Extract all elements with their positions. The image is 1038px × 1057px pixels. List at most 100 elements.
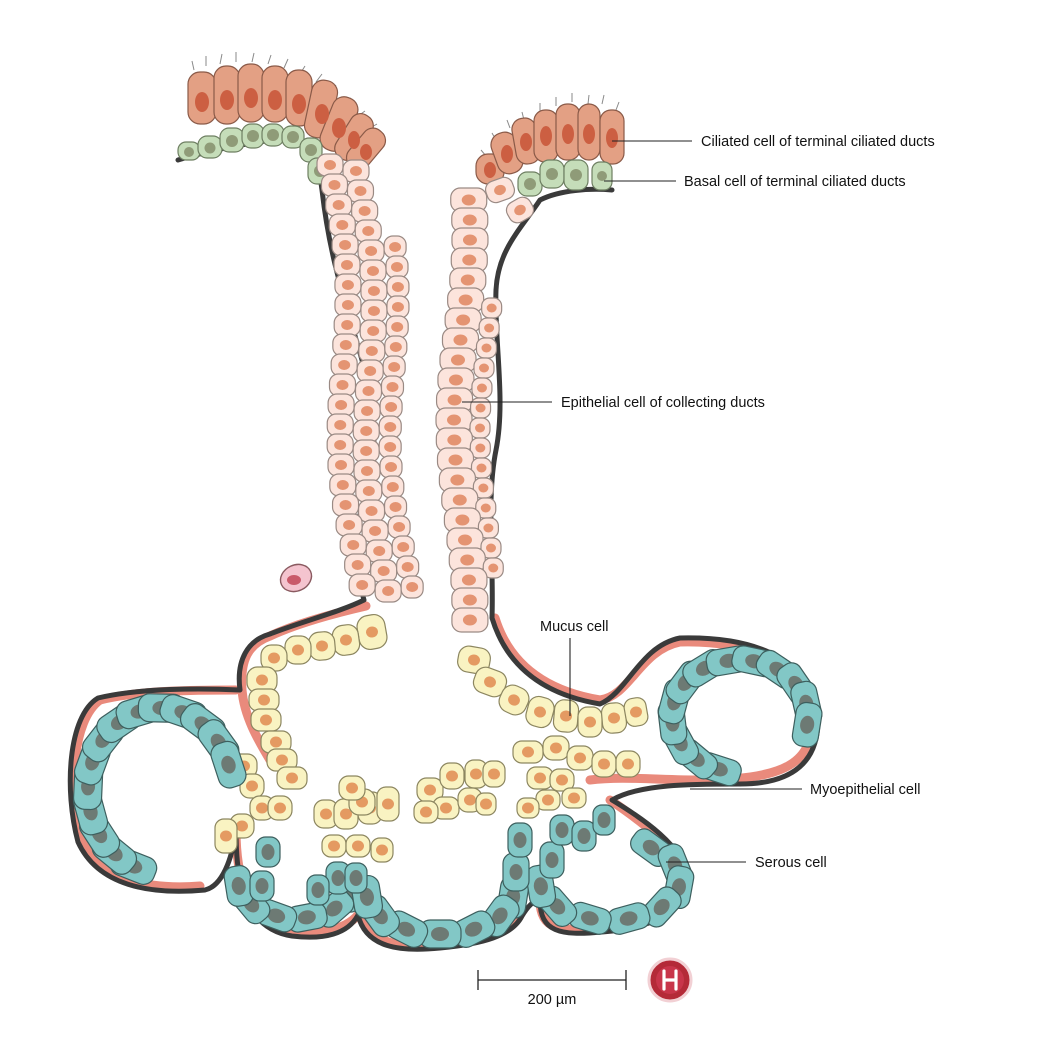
- free-cell: [279, 563, 313, 593]
- cell: [577, 706, 603, 738]
- cell: [333, 253, 361, 277]
- epithelial-cells-right: [435, 176, 535, 633]
- cell: [475, 337, 498, 359]
- cell: [353, 459, 381, 483]
- cell: [502, 852, 530, 892]
- ciliated-cells-left: [187, 63, 387, 171]
- cell: [471, 377, 493, 399]
- cell: [623, 697, 649, 727]
- cell: [438, 467, 476, 493]
- cell: [432, 796, 460, 820]
- cell: [387, 515, 411, 539]
- cell: [470, 457, 493, 479]
- cell: [386, 275, 410, 299]
- cell: [354, 379, 383, 403]
- cell: [505, 196, 535, 224]
- cell: [365, 539, 393, 563]
- epithelial-cells-left: [316, 153, 424, 603]
- cell: [344, 553, 372, 577]
- cell: [328, 213, 356, 237]
- label-epithelial-cell: Epithelial cell of collecting ducts: [561, 395, 765, 411]
- cell: [478, 317, 500, 339]
- cell: [360, 299, 388, 323]
- ciliated-duct-right: [475, 93, 625, 197]
- cell: [338, 775, 366, 801]
- cell: [356, 614, 388, 650]
- cell: [566, 745, 594, 771]
- cell: [248, 688, 280, 712]
- cell: [346, 179, 375, 203]
- cell: [539, 841, 565, 879]
- cell: [484, 176, 516, 204]
- cell: [359, 319, 387, 343]
- cell: [383, 235, 407, 259]
- cell: [357, 239, 385, 263]
- cell: [473, 357, 495, 379]
- cell: [306, 874, 330, 906]
- serous-cells: [72, 645, 823, 949]
- cell: [339, 533, 367, 557]
- cell: [396, 555, 420, 579]
- cell: [386, 295, 410, 319]
- label-serous-cell: Serous cell: [755, 855, 827, 871]
- cell: [571, 820, 597, 852]
- cell: [379, 455, 403, 479]
- cell: [400, 575, 424, 599]
- cell: [335, 513, 363, 537]
- cell: [352, 439, 380, 463]
- cell: [378, 435, 402, 459]
- cell: [316, 153, 344, 177]
- cell: [451, 227, 489, 253]
- cell: [214, 818, 238, 854]
- cell: [451, 607, 489, 633]
- cell: [255, 836, 281, 868]
- cell: [791, 701, 823, 748]
- cell: [360, 279, 388, 303]
- cell: [267, 795, 293, 821]
- cell: [332, 333, 360, 357]
- cell: [260, 644, 288, 672]
- cell: [457, 645, 491, 675]
- label-myoepithelial-cell: Myoepithelial cell: [810, 782, 920, 798]
- cell: [326, 413, 354, 437]
- scale-bar-label: 200 µm: [528, 992, 577, 1008]
- label-mucus-cell: Mucus cell: [540, 619, 609, 635]
- cell: [447, 287, 485, 313]
- cell: [334, 273, 362, 297]
- cell: [376, 786, 400, 822]
- cell: [327, 393, 355, 417]
- cell: [516, 797, 540, 819]
- cell: [239, 773, 265, 799]
- cell: [249, 795, 275, 821]
- scale-bar: 200 µm: [477, 970, 627, 1008]
- cell: [475, 792, 497, 816]
- cell: [308, 631, 336, 661]
- ciliated-duct-left: [177, 52, 387, 185]
- cell: [382, 355, 406, 379]
- cell: [391, 535, 415, 559]
- cell: [435, 387, 474, 413]
- cell: [285, 901, 328, 933]
- cell: [361, 519, 389, 543]
- cell: [526, 766, 554, 790]
- cell: [450, 247, 488, 273]
- labels: Ciliated cell of terminal ciliated ducts…: [540, 134, 935, 871]
- cell: [344, 862, 368, 894]
- basement-membrane: [67, 135, 821, 952]
- cell: [331, 624, 361, 656]
- cell: [475, 497, 497, 519]
- cell: [446, 527, 484, 553]
- cell: [380, 375, 405, 399]
- cell: [481, 297, 503, 319]
- cell: [276, 766, 308, 790]
- cell: [498, 684, 530, 716]
- cell: [482, 557, 504, 579]
- cell: [439, 762, 465, 790]
- cell: [321, 834, 347, 858]
- cell: [383, 495, 408, 519]
- label-basal-cell: Basal cell of terminal ciliated ducts: [684, 174, 906, 190]
- cell: [507, 822, 533, 858]
- cell: [435, 427, 473, 453]
- cell: [552, 699, 580, 733]
- cell: [328, 373, 357, 397]
